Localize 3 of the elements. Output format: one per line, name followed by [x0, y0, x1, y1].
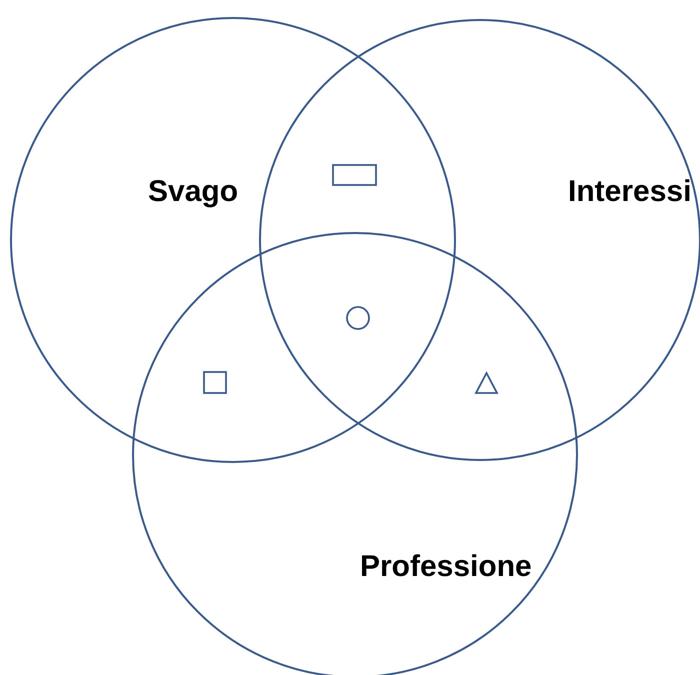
set-label: Svago — [148, 175, 238, 209]
set-label: Professione — [360, 550, 532, 584]
set-label: Interessi — [568, 175, 692, 209]
